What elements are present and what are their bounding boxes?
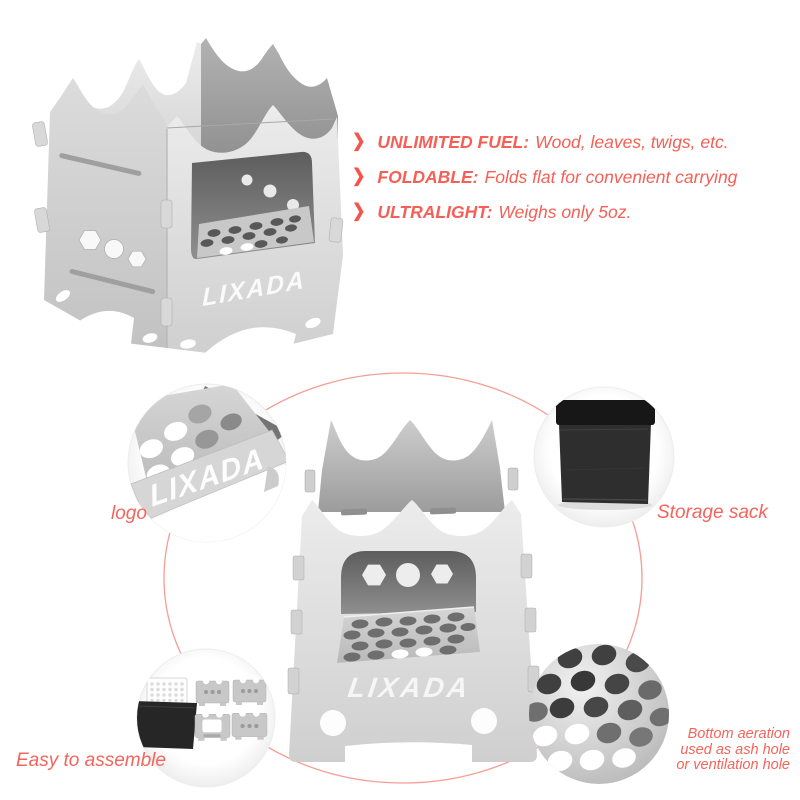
chevron-right-icon: ❯	[352, 166, 366, 186]
feature-label: UNLIMITED FUEL:	[377, 132, 530, 152]
feature-desc: Weighs only 5oz.	[498, 202, 632, 222]
caption-storage-sack: Storage sack	[657, 502, 768, 523]
feature-label: ULTRALIGHT:	[377, 202, 493, 222]
callout-easy-assemble	[136, 648, 276, 788]
main-product-photo-stove-3d: LIXADA	[32, 38, 344, 360]
caption-line: used as ash hole	[680, 741, 790, 758]
feature-desc: Wood, leaves, twigs, etc.	[535, 132, 729, 152]
feature-item-fuel: ❯ UNLIMITED FUEL: Wood, leaves, twigs, e…	[352, 131, 737, 153]
sack-part	[137, 701, 197, 749]
caption-logo: logo	[111, 503, 147, 524]
feature-item-ultralight: ❯ ULTRALIGHT: Weighs only 5oz.	[352, 201, 737, 223]
chevron-right-icon: ❯	[352, 131, 366, 151]
panel-parts	[194, 676, 268, 741]
caption-easy-assemble: Easy to assemble	[16, 750, 166, 771]
feature-label: FOLDABLE:	[377, 167, 479, 187]
feature-list: ❯ UNLIMITED FUEL: Wood, leaves, twigs, e…	[352, 131, 737, 236]
feature-item-foldable: ❯ FOLDABLE: Folds flat for convenient ca…	[352, 166, 737, 188]
feature-desc: Folds flat for convenient carrying	[484, 167, 738, 187]
callout-connector-ring	[163, 372, 643, 784]
product-photo-stove-front: LIXADA	[287, 420, 540, 763]
caption-line: or ventilation hole	[676, 757, 790, 773]
chevron-right-icon: ❯	[352, 201, 366, 221]
callout-storage-sack	[533, 386, 675, 528]
caption-line: Bottom aeration	[687, 726, 790, 742]
brand-cutout-front: LIXADA	[346, 672, 473, 703]
storage-sack-image	[556, 400, 655, 510]
caption-bottom-aeration: Bottom aeration used as ash hole or vent…	[620, 726, 790, 774]
